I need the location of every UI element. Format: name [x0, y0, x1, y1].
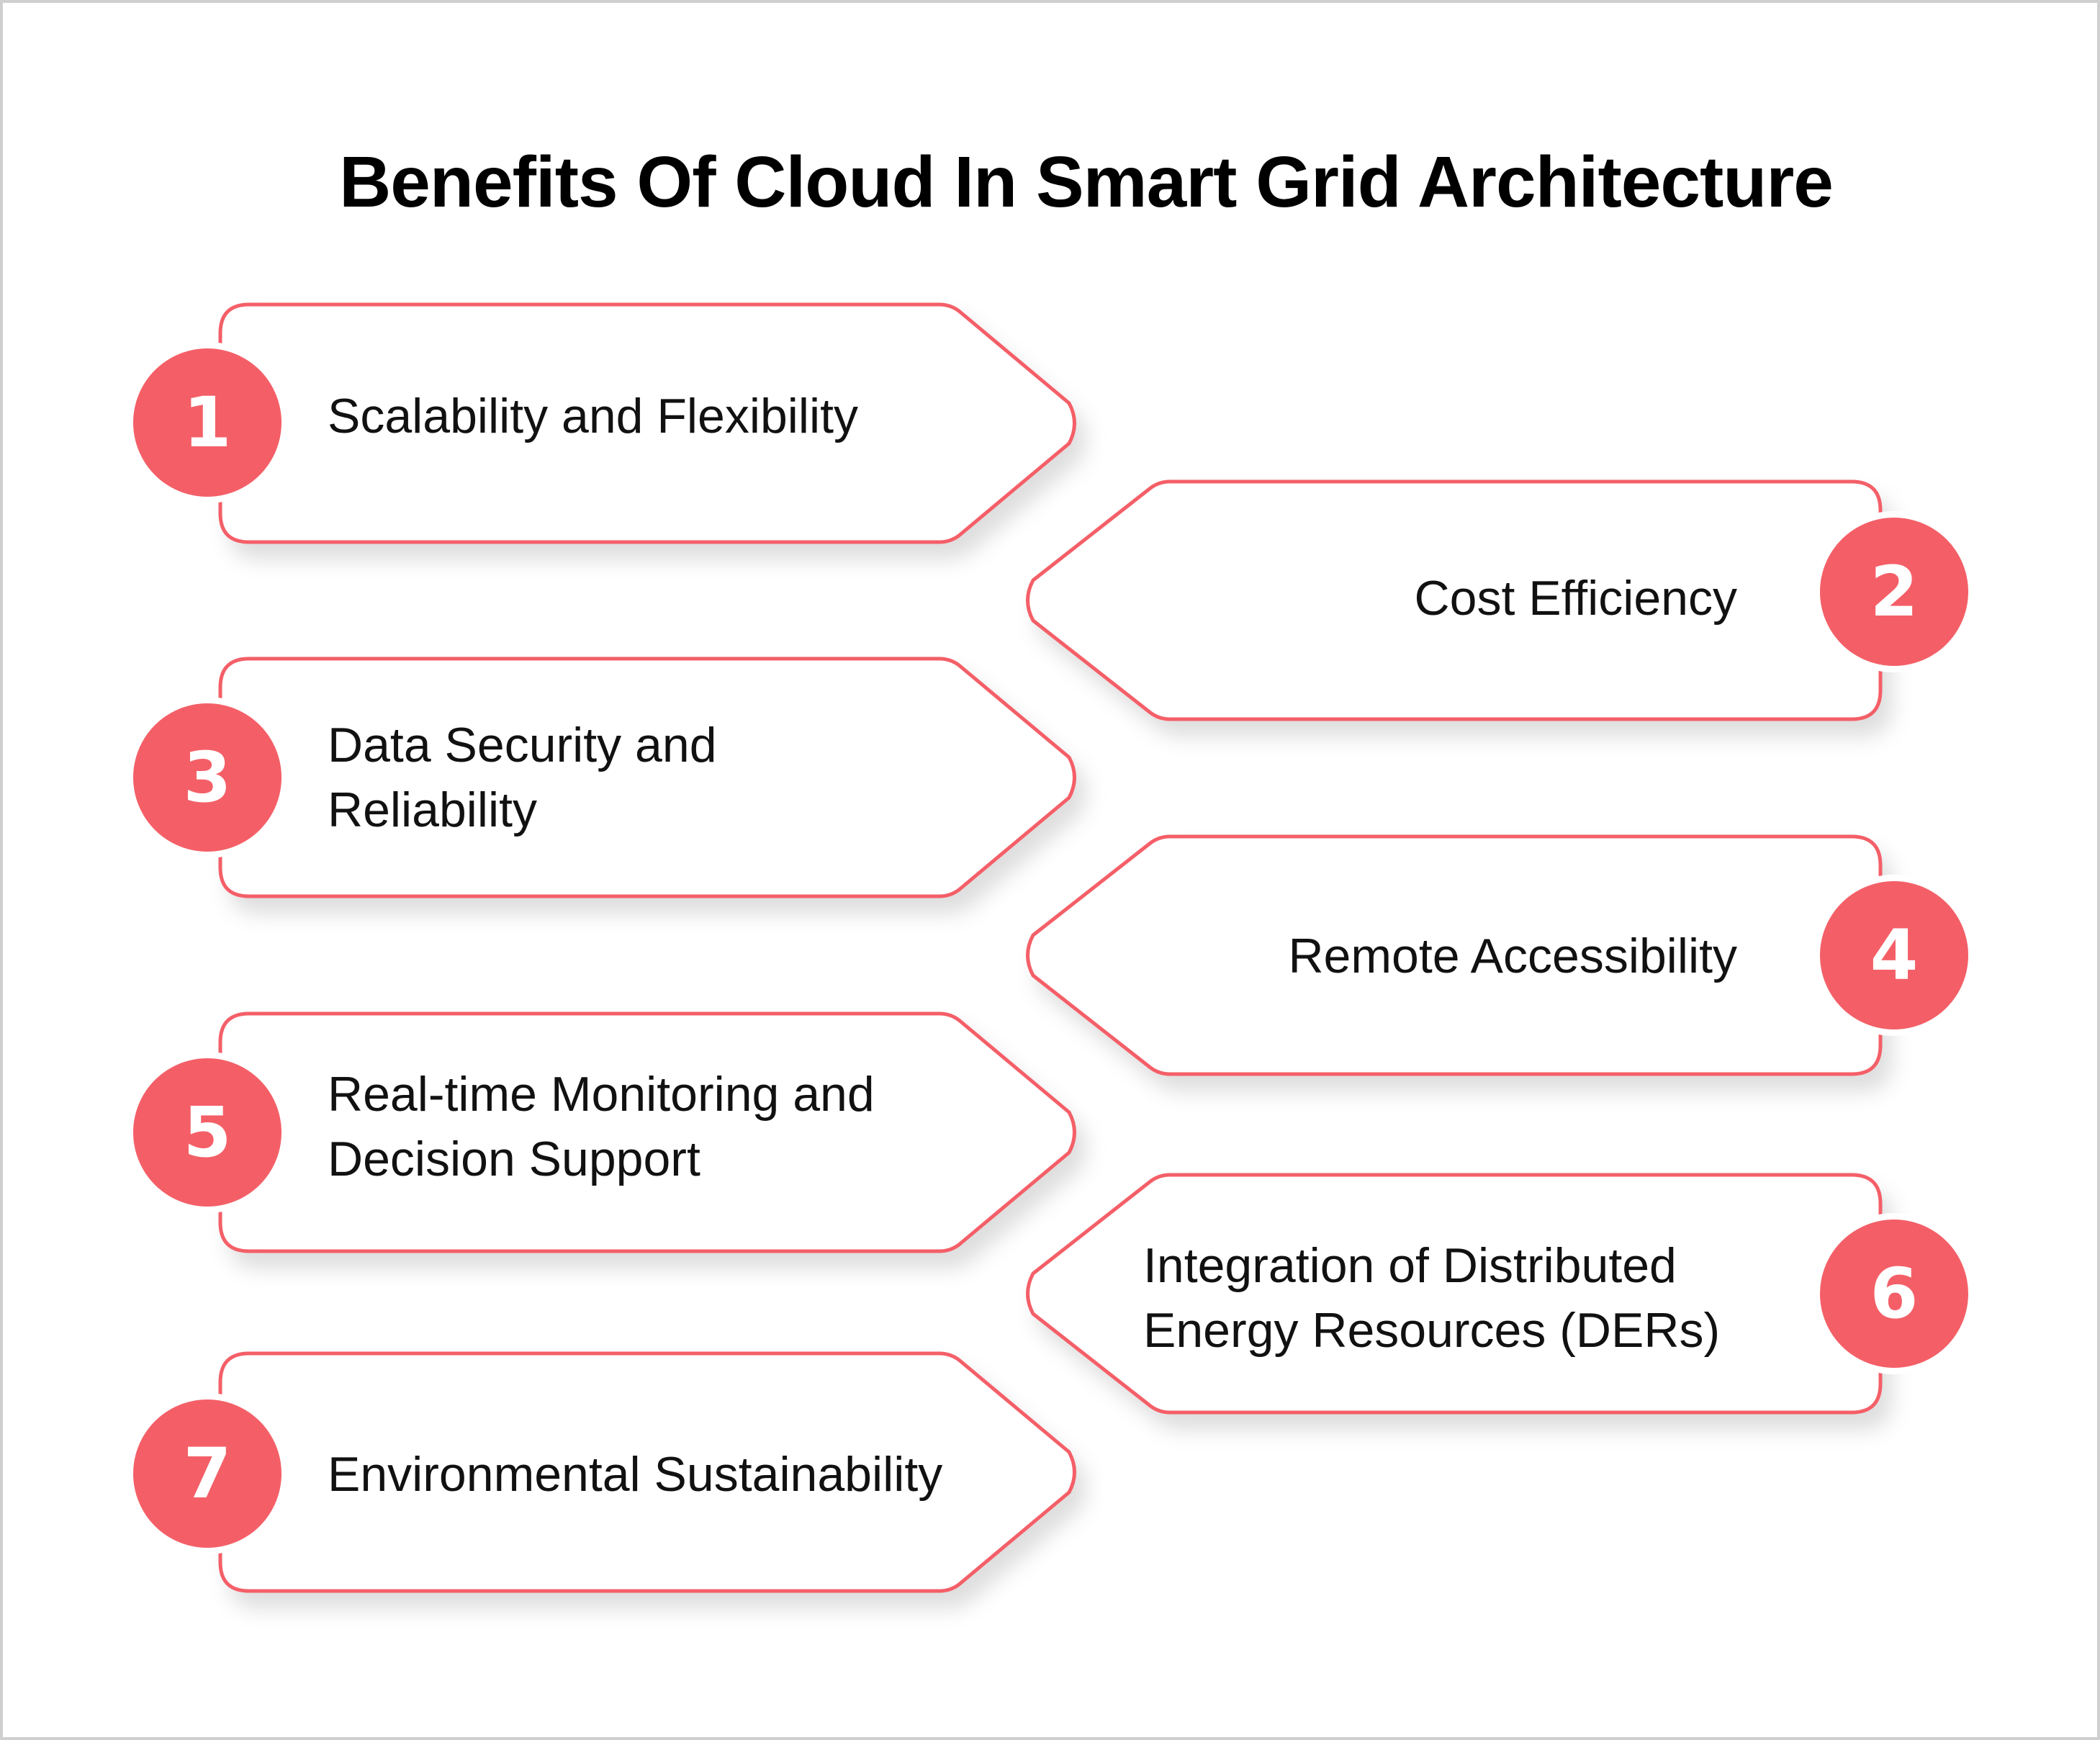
number-badge-5: 5: [133, 1058, 281, 1207]
arrow-box-1: [218, 302, 1076, 544]
benefit-label-5: Real-time Monitoring and Decision Suppor…: [328, 1067, 875, 1186]
benefit-label-3: Data Security and Reliability: [328, 718, 717, 837]
benefit-label-1: Scalability and Flexibility: [328, 389, 858, 443]
number-badge-7: 7: [133, 1399, 281, 1548]
benefit-label-7: Environmental Sustainability: [328, 1447, 943, 1502]
benefit-label-6: Integration of Distributed Energy Resour…: [1143, 1238, 1721, 1358]
arrow-box-7: [218, 1351, 1076, 1593]
arrow-box-6: [1026, 1173, 1883, 1415]
number-badge-1: 1: [133, 348, 281, 497]
number-badge-4: 4: [1820, 881, 1968, 1029]
benefit-label-4: Remote Accessibility: [1288, 929, 1737, 983]
arrow-box-4: [1026, 834, 1883, 1076]
number-badge-3: 3: [133, 703, 281, 852]
arrow-box-3: [218, 657, 1076, 898]
page-title: Benefits Of Cloud In Smart Grid Architec…: [339, 142, 1834, 222]
arrow-box-5: [218, 1011, 1076, 1253]
number-badge-2: 2: [1820, 518, 1968, 666]
number-badge-6: 6: [1820, 1220, 1968, 1368]
arrow-box-2: [1026, 479, 1883, 721]
benefit-label-2: Cost Efficiency: [1414, 571, 1737, 626]
